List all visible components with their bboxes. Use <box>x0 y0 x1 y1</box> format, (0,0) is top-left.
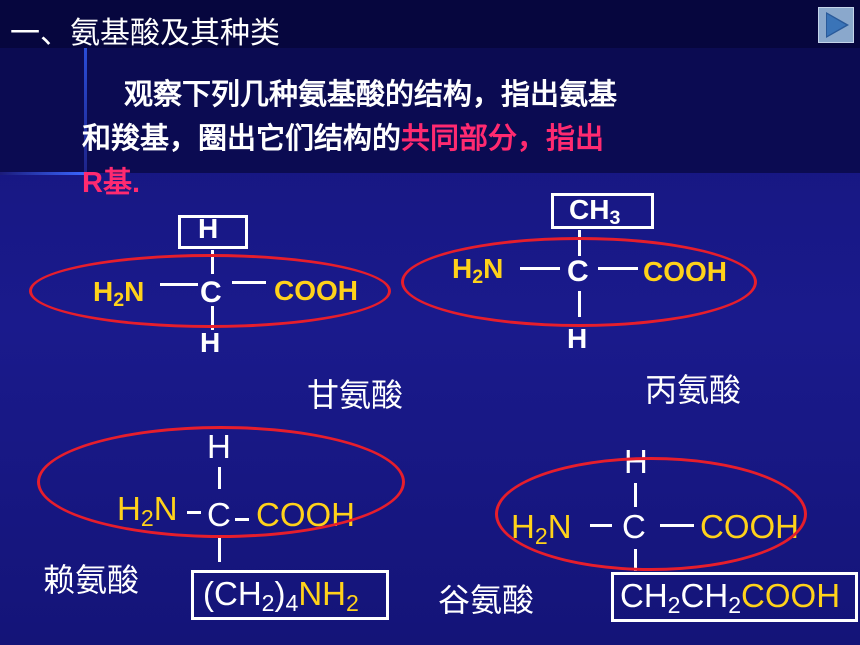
alanine-r-sub: 3 <box>609 206 621 229</box>
slide-title: 一、氨基酸及其种类 <box>10 16 280 51</box>
lysine-r-group: (CH2)4NH2 <box>203 575 359 617</box>
lysine-r-part2: ) <box>274 575 286 612</box>
r-group-label: R基. <box>82 167 141 199</box>
glutamate-r-group: CH2CH2COOH <box>620 577 840 619</box>
lysine-common-part-circle <box>37 426 405 538</box>
alanine-name: 丙氨酸 <box>645 371 742 409</box>
lysine-name: 赖氨酸 <box>43 561 140 599</box>
glutamate-r-part1: CH <box>620 577 668 614</box>
accent-line-horizontal <box>0 172 84 175</box>
alanine-r-group: CH3 <box>569 194 620 230</box>
lysine-r-part1: (CH <box>203 575 262 612</box>
instruction-highlight: 共同部分，指出 <box>401 121 605 155</box>
instruction-line-2: 和羧基，圈出它们结构的共同部分，指出 <box>82 116 802 160</box>
glutamate-r-part2: CH <box>680 577 729 614</box>
lysine-r-part3: NH <box>298 575 347 612</box>
alanine-r-group-box <box>551 193 654 229</box>
title-strip <box>0 0 860 48</box>
alanine-h-bottom: H <box>567 323 588 354</box>
glycine-h-bottom: H <box>200 327 221 358</box>
glycine-name: 甘氨酸 <box>307 376 404 414</box>
glutamate-common-part-circle <box>495 457 807 571</box>
glutamate-name: 谷氨酸 <box>438 581 535 619</box>
next-slide-button[interactable] <box>818 7 854 43</box>
glutamate-r-sub2: 2 <box>728 591 742 618</box>
lysine-r-sub1: 2 <box>261 589 275 616</box>
instruction-line-1: 观察下列几种氨基酸的结构，指出氨基 <box>124 77 618 111</box>
glycine-r-group-box <box>178 215 248 249</box>
glutamate-r-sub1: 2 <box>667 591 681 618</box>
glycine-h-top: H <box>198 213 219 244</box>
play-triangle-icon <box>826 12 849 38</box>
instruction-text: 观察下列几种氨基酸的结构，指出氨基 和羧基，圈出它们结构的共同部分，指出 R基. <box>82 72 802 205</box>
alanine-r-main: CH <box>569 194 610 225</box>
lysine-r-group-box <box>191 570 389 620</box>
lysine-r-sub2: 4 <box>285 589 299 616</box>
accent-line-vertical <box>84 48 87 198</box>
instruction-line-2-text: 和羧基，圈出它们结构的 <box>82 121 402 155</box>
lysine-r-sub3: 2 <box>346 589 359 616</box>
lysine-bond-bottom <box>218 538 221 562</box>
glutamate-r-part3: COOH <box>741 577 841 614</box>
alanine-common-part-circle <box>401 237 757 327</box>
glycine-common-part-circle <box>29 254 391 328</box>
instruction-line-3: R基. <box>82 160 802 205</box>
glutamate-r-group-box <box>611 572 858 622</box>
